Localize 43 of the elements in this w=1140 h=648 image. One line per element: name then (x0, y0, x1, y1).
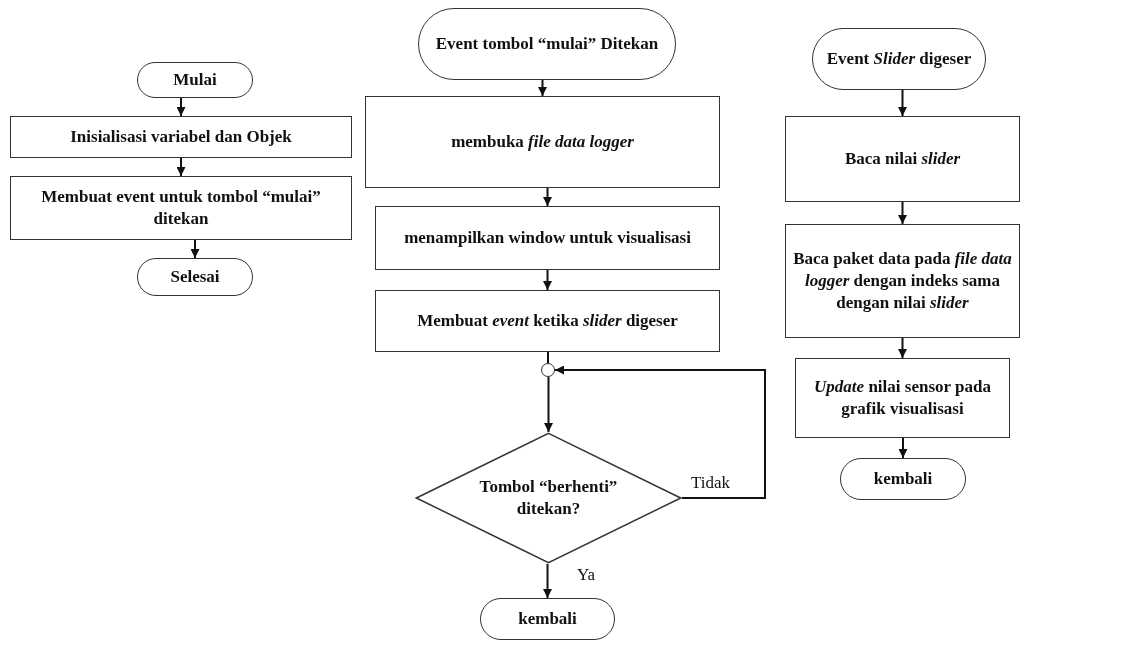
arrow (543, 563, 552, 599)
terminal-text: kembali (872, 467, 934, 490)
process-box (785, 116, 1020, 202)
arrow (544, 376, 553, 433)
step-text: Inisialisasi variabel dan Objek (69, 125, 293, 148)
decision-diamond (415, 432, 682, 564)
process-box (10, 176, 352, 240)
process-box (365, 96, 720, 188)
terminal-shape (480, 598, 615, 640)
arrow (898, 201, 907, 225)
step-text: Baca nilai slider (843, 147, 962, 170)
arrow (898, 337, 907, 359)
arrow (554, 365, 766, 499)
arrow (898, 89, 907, 117)
arrow (538, 79, 547, 97)
decision-text: Tombol “berhenti” ditekan? (478, 475, 619, 520)
terminal-text: Event Slider digeser (825, 47, 973, 70)
process-box (375, 290, 720, 352)
terminal-text: Mulai (172, 68, 218, 91)
step-text: Update nilai sensor pada grafik visualisasi (813, 375, 992, 420)
arrow (176, 97, 186, 117)
process-box (795, 358, 1010, 438)
terminal-text: Selesai (169, 265, 221, 288)
step-text: Membuat event untuk tombol “mulai” ditekan (40, 185, 322, 230)
arrow (190, 239, 200, 259)
terminal-text: Event tombol “mulai” Ditekan (434, 32, 660, 55)
process-box (10, 116, 352, 158)
step-text: membuka file data logger (450, 130, 635, 153)
step-text: menampilkan window untuk visualisasi (403, 226, 692, 249)
connector-circle (541, 363, 555, 377)
arrow (898, 437, 908, 459)
terminal-shape (137, 258, 253, 296)
process-box (375, 206, 720, 270)
arrow (543, 187, 552, 207)
terminal-shape (840, 458, 966, 500)
arrow (176, 157, 186, 177)
terminal-text: kembali (517, 607, 578, 630)
step-text: Baca paket data pada file data logger dengan indeks sama dengan nilai slider (792, 247, 1013, 315)
terminal-shape (137, 62, 253, 98)
connector-line (547, 351, 549, 364)
process-box (785, 224, 1020, 338)
step-text: Membuat event ketika slider digeser (416, 309, 679, 332)
arrow (543, 269, 552, 291)
